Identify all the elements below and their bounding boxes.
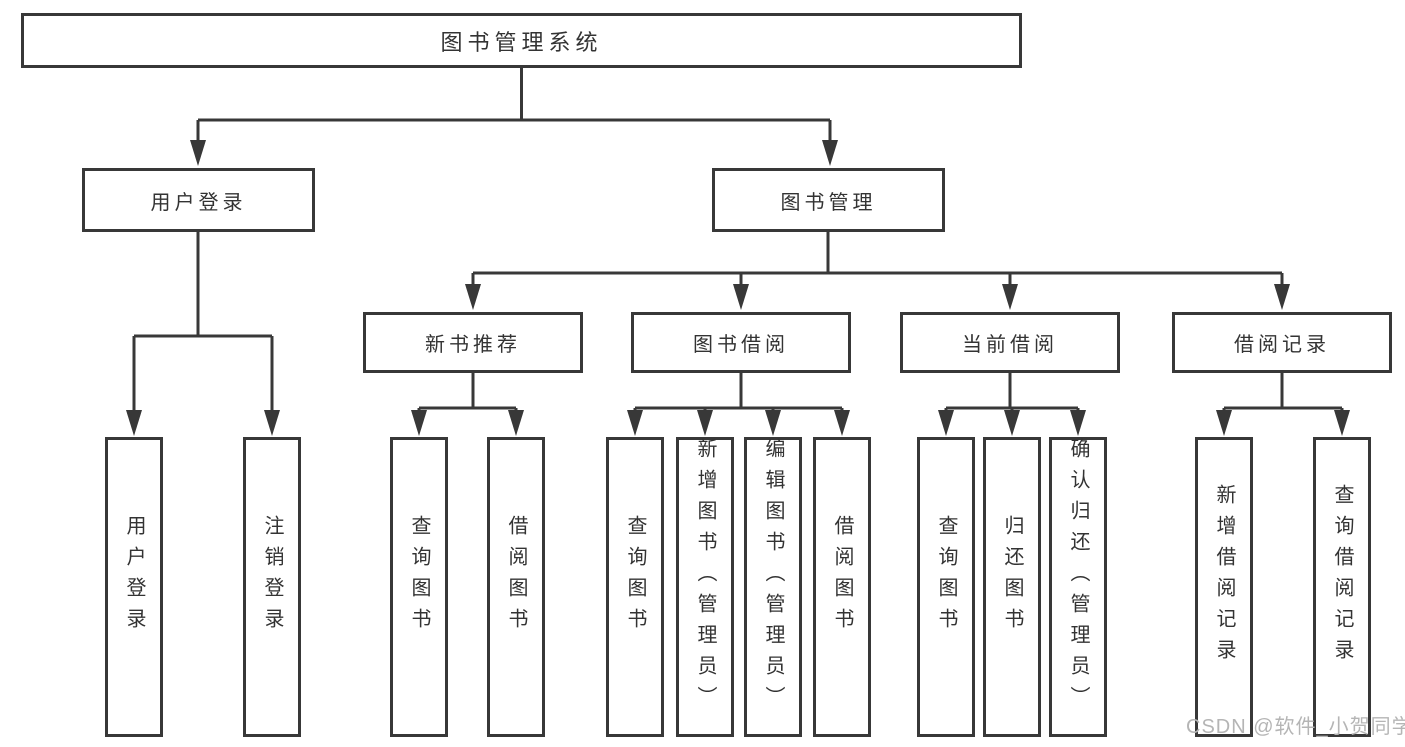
arrowhead-icon [938,410,954,436]
arrowhead-icon [765,410,781,436]
node-borrow-records: 借阅记录 [1172,312,1392,373]
node-book-borrow: 图书借阅 [631,312,851,373]
node-leaf-borrow-books-2: 借阅图书 [813,437,871,737]
node-leaf-query-borrow-record: 查询借阅记录 [1313,437,1371,737]
arrowhead-icon [411,410,427,436]
node-label: 新增图书（管理员） [694,437,716,717]
arrowhead-icon [733,284,749,310]
node-label: 用户登录 [123,515,145,639]
arrowhead-icon [834,410,850,436]
arrowhead-icon [627,410,643,436]
node-label: 注销登录 [261,515,283,639]
node-leaf-add-book-admin: 新增图书（管理员） [676,437,734,737]
node-label: 确认归还（管理员） [1067,437,1089,717]
node-label: 借阅图书 [505,515,527,639]
node-book-management: 图书管理 [712,168,945,232]
arrowhead-icon [465,284,481,310]
node-label: 查询借阅记录 [1331,484,1353,670]
arrowhead-icon [1002,284,1018,310]
node-label: 当前借阅 [962,334,1058,356]
arrowhead-icon [264,410,280,436]
node-leaf-logout: 注销登录 [243,437,301,737]
arrowhead-icon [1274,284,1290,310]
node-label: 借阅记录 [1234,334,1330,356]
node-library-system: 图书管理系统 [21,13,1022,68]
node-leaf-borrow-books-1: 借阅图书 [487,437,545,737]
node-current-borrow: 当前借阅 [900,312,1120,373]
node-leaf-add-borrow-record: 新增借阅记录 [1195,437,1253,737]
arrowhead-icon [508,410,524,436]
node-label: 用户登录 [150,191,247,214]
node-label: 查询图书 [935,515,957,639]
node-leaf-query-books-2: 查询图书 [606,437,664,737]
arrowhead-icon [190,140,206,166]
node-label: 编辑图书（管理员） [762,437,784,717]
arrowhead-icon [822,140,838,166]
arrowhead-icon [1070,410,1086,436]
node-label: 图书借阅 [693,334,789,356]
node-user-login: 用户登录 [82,168,315,232]
node-label: 新增借阅记录 [1213,484,1235,670]
node-leaf-edit-book-admin: 编辑图书（管理员） [744,437,802,737]
node-label: 借阅图书 [831,515,853,639]
arrowhead-icon [1334,410,1350,436]
node-leaf-confirm-return-admin: 确认归还（管理员） [1049,437,1107,737]
node-label: 查询图书 [624,515,646,639]
arrowhead-icon [1004,410,1020,436]
node-leaf-return-book: 归还图书 [983,437,1041,737]
watermark: CSDN @软件_小贺同学 [1186,716,1405,738]
node-label: 图书管理 [780,191,877,214]
node-label: 查询图书 [408,515,430,639]
node-leaf-query-books-3: 查询图书 [917,437,975,737]
arrowhead-icon [126,410,142,436]
node-label: 图书管理系统 [440,29,603,55]
node-new-book-recommend: 新书推荐 [363,312,583,373]
arrowhead-icon [697,410,713,436]
node-label: 新书推荐 [425,334,521,356]
node-leaf-user-login: 用户登录 [105,437,163,737]
node-leaf-query-books-1: 查询图书 [390,437,448,737]
node-label: 归还图书 [1001,515,1023,639]
arrowhead-icon [1216,410,1232,436]
